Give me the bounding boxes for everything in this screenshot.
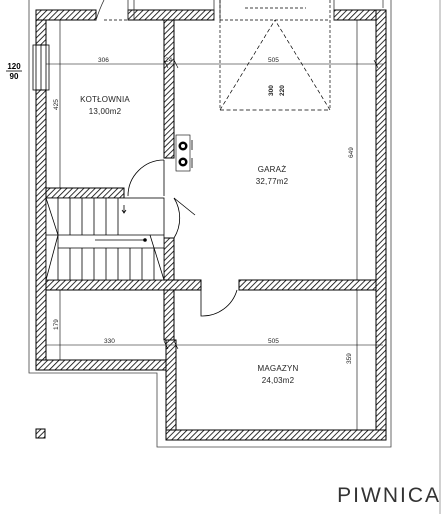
boiler-icons [175, 134, 193, 172]
room-area-magazyn: 24,03m2 [262, 376, 295, 385]
dim-425: 425 [53, 99, 60, 110]
outer-walls [35, 9, 387, 441]
dim-505-top: 505 [268, 57, 279, 64]
dim-505-bottom: 505 [268, 338, 279, 345]
room-name-magazyn: MAGAZYN [258, 364, 299, 373]
dim-line-top [46, 59, 383, 69]
window-left [32, 44, 50, 91]
gate-width: 300 [268, 85, 275, 96]
dim-330: 330 [104, 338, 115, 345]
window-label-top: 120 [7, 62, 21, 71]
dim-24: 24 [165, 57, 173, 64]
dim-179: 179 [53, 319, 60, 330]
dim-359: 359 [346, 353, 353, 364]
room-area-kotlownia: 13,00m2 [89, 107, 122, 116]
room-area-garaz: 32,77m2 [256, 177, 289, 186]
room-name-kotlownia: KOTŁOWNIA [80, 95, 130, 104]
garage-gate-dashed [219, 19, 331, 111]
staircase [45, 197, 165, 281]
room-name-garaz: GARAŻ [258, 165, 287, 174]
gate-height: 220 [279, 85, 286, 96]
dim-649: 649 [348, 147, 355, 158]
door-garage-side [173, 197, 196, 239]
door-storage [200, 289, 238, 317]
door-boiler-room [127, 159, 165, 197]
top-openings [95, 0, 335, 21]
dim-line-bottom [46, 340, 383, 350]
dim-306: 306 [98, 57, 109, 64]
site-boundary-line [28, 0, 392, 448]
marker-square [35, 428, 46, 439]
window-label-bottom: 90 [10, 72, 19, 81]
internal-walls [45, 19, 377, 341]
floor-title: PIWNICA [337, 484, 441, 507]
